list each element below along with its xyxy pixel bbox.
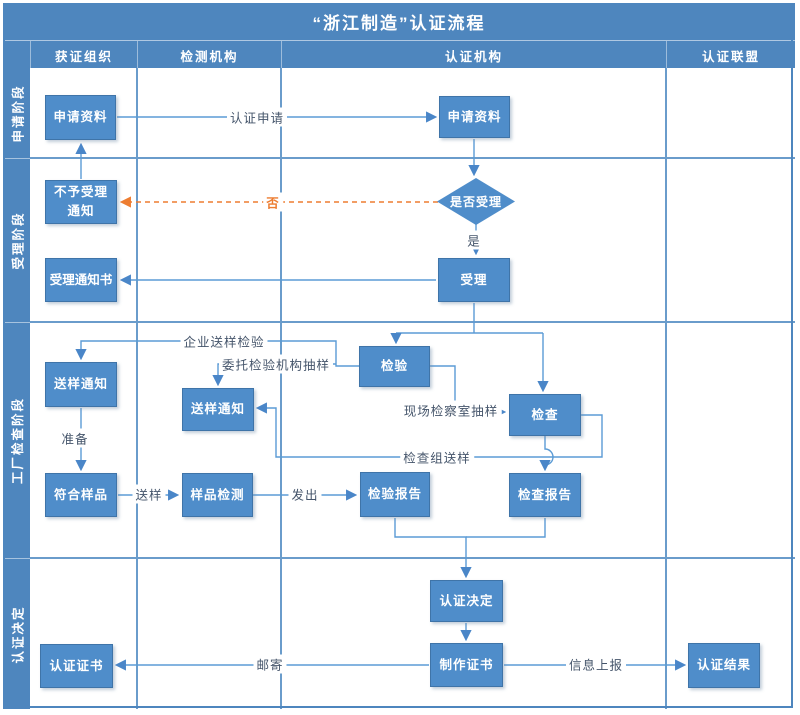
page-title: “浙江制造”认证流程: [312, 14, 486, 33]
column-header-certification-alliance: 认证联盟: [666, 41, 795, 69]
node-inspection: 检验: [359, 346, 430, 387]
node-check: 检查: [509, 394, 581, 436]
row-label-factory-check-phase: 工厂检查阶段: [3, 322, 30, 558]
grid-hline-3: [30, 557, 795, 559]
grid-hline-2: [30, 321, 795, 323]
edge-label-yes: 是: [464, 230, 484, 250]
node-sample-notice-lab: 送样通知: [182, 388, 254, 431]
edge-label-send-sample: 送样: [132, 484, 166, 504]
node-check-report: 检查报告: [509, 473, 581, 517]
edge-label-entrusted-lab-sampling: 委托检验机构抽样: [218, 354, 334, 374]
node-make-certificate: 制作证书: [430, 643, 503, 687]
row-label-acceptance-phase: 受理阶段: [3, 158, 30, 322]
swimlane-column-headers: 获证组织 检测机构 认证机构 认证联盟: [3, 40, 795, 69]
grid-vline-2: [280, 68, 282, 709]
node-accept-decision-diamond: 是否受理: [437, 178, 515, 225]
node-rejection-notice: 不予受理通知: [45, 180, 117, 224]
edge-label-mail: 邮寄: [253, 654, 287, 674]
edge-label-certification-application: 认证申请: [226, 107, 288, 127]
node-sample-testing: 样品检测: [182, 473, 253, 517]
edge-label-prepare: 准备: [58, 428, 92, 448]
grid-hline-1: [30, 157, 795, 159]
row-label-application-phase: 申请阶段: [11, 83, 26, 143]
title-bar: “浙江制造”认证流程: [3, 3, 795, 40]
edge-label-no: 否: [263, 192, 283, 212]
node-application-materials-org: 申请资料: [45, 95, 116, 140]
node-certification-certificate: 认证证书: [40, 644, 113, 688]
edge-label-info-report: 信息上报: [565, 654, 627, 674]
column-header-certification-body: 认证机构: [281, 41, 666, 69]
node-inspection-report: 检验报告: [360, 472, 430, 517]
edge-label-onsite-sampling: 现场检察室抽样: [400, 400, 502, 420]
edge-label-issue: 发出: [288, 484, 322, 504]
node-certification-result: 认证结果: [688, 643, 760, 688]
row-label-certification-decision-phase: 认证决定: [3, 558, 30, 709]
grid-vline-1: [136, 68, 138, 709]
node-conforming-sample: 符合样品: [45, 473, 117, 517]
column-header-testing-agency: 检测机构: [137, 41, 281, 69]
node-accept: 受理: [438, 258, 510, 302]
swimlane-row-strip: 申请阶段 受理阶段 工厂检查阶段 认证决定: [3, 68, 30, 709]
edge-label-inspection-team-sample: 检查组送样: [400, 447, 474, 467]
node-acceptance-notice: 受理通知书: [45, 258, 117, 302]
node-certification-decision: 认证决定: [430, 580, 503, 622]
node-application-materials-cb: 申请资料: [439, 96, 510, 138]
edge-label-enterprise-sample-inspection: 企业送样检验: [180, 331, 268, 351]
grid-vline-3: [665, 68, 667, 709]
column-header-certified-org: 获证组织: [30, 41, 137, 69]
node-sample-notice-org: 送样通知: [45, 362, 117, 407]
